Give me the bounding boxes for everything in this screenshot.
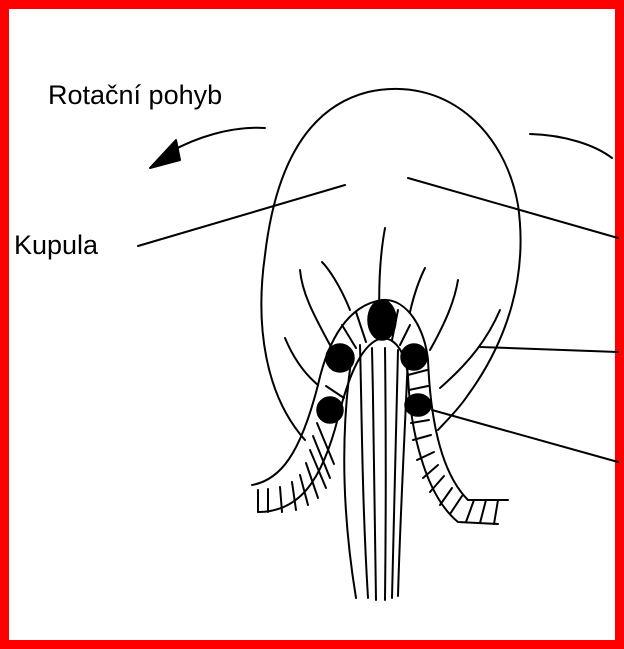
- cupula-label: Kupula: [14, 232, 98, 259]
- cupula-fiber: [410, 268, 425, 312]
- rotation-label: Rotační pohyb: [48, 82, 222, 109]
- cupula-fiber: [300, 270, 330, 345]
- adjacent-structure-outline: [530, 134, 612, 158]
- cupula-outline: [261, 89, 520, 440]
- hair-cell: [326, 344, 354, 372]
- nerve-fiber: [360, 345, 368, 598]
- hair-cell: [405, 394, 431, 416]
- rotation-arrow-icon: [170, 128, 265, 152]
- cupula-fiber: [285, 338, 318, 385]
- nerve-fiber: [392, 350, 398, 598]
- rotation-arrowhead-icon: [150, 140, 180, 168]
- cupula-fiber: [440, 310, 500, 388]
- nerve-fiber: [398, 355, 408, 596]
- hair-cell: [317, 397, 343, 423]
- nerve-fiber: [372, 348, 376, 600]
- hair-cell: [401, 344, 427, 370]
- cupula-fiber: [322, 262, 350, 310]
- hair-cell: [368, 300, 396, 340]
- leader-line-middle: [480, 347, 618, 352]
- nerve-fiber: [385, 348, 386, 600]
- cupula-fiber: [430, 280, 458, 350]
- leader-line-lower: [432, 410, 618, 462]
- leader-line-cupula: [138, 185, 345, 246]
